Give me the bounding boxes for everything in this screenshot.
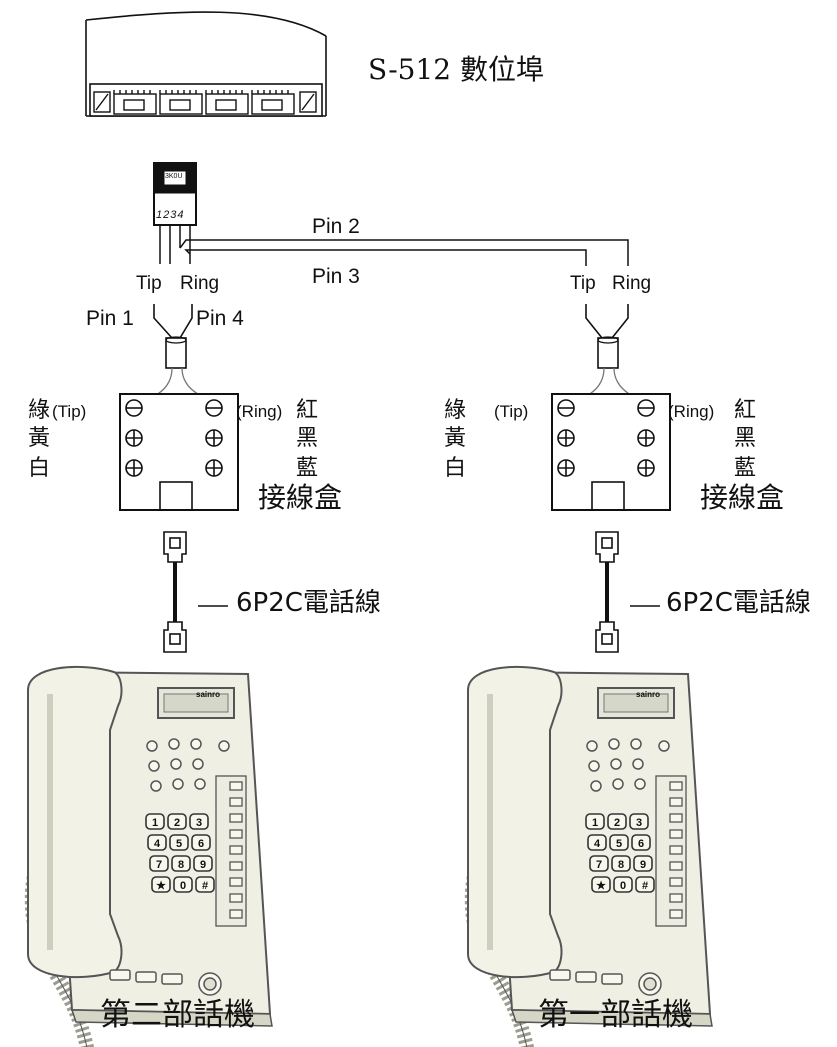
keypad-key-label: 6 bbox=[198, 838, 204, 850]
s512-port-module bbox=[85, 11, 327, 117]
right-jack-assembly bbox=[551, 304, 671, 653]
keypad-key: 7 bbox=[149, 855, 169, 872]
keypad-key-label: # bbox=[202, 880, 208, 892]
keypad-key: 5 bbox=[169, 834, 189, 851]
keypad-key-label: 3 bbox=[636, 817, 642, 829]
left-box-name: 接線盒 bbox=[258, 481, 343, 514]
phone-first-label: 第一部話機 bbox=[538, 997, 693, 1033]
connector-pin-numbers: 1234 bbox=[156, 209, 185, 221]
keypad-key: 3 bbox=[629, 813, 649, 830]
right-box-color-blue: 藍 bbox=[734, 456, 757, 481]
left-box-color-black: 黑 bbox=[296, 426, 319, 451]
keypad-key: 8 bbox=[171, 855, 191, 872]
left-box-tip-tag: (Tip) bbox=[52, 402, 87, 421]
keypad-key: 0 bbox=[173, 876, 193, 893]
phone-second bbox=[28, 667, 272, 1047]
keypad-key: # bbox=[635, 876, 655, 893]
keypad-key-label: 5 bbox=[616, 838, 622, 850]
keypad-key-label: 8 bbox=[618, 859, 624, 871]
left-tip-label: Tip bbox=[136, 273, 162, 294]
keypad-key-label: ★ bbox=[156, 880, 166, 892]
left-box-color-red: 紅 bbox=[296, 398, 319, 423]
keypad-key: 1 bbox=[145, 813, 165, 830]
rj-connector bbox=[153, 162, 197, 226]
pin1-label: Pin 1 bbox=[86, 307, 134, 330]
keypad-key: 2 bbox=[167, 813, 187, 830]
right-box-color-red: 紅 bbox=[734, 398, 757, 423]
phone-first bbox=[468, 667, 712, 1047]
keypad-key-label: 2 bbox=[174, 817, 180, 829]
right-box-color-green: 綠 bbox=[444, 398, 467, 423]
right-box-ring-tag: (Ring) bbox=[668, 402, 715, 421]
right-ring-label: Ring bbox=[612, 273, 652, 294]
right-box-color-black: 黑 bbox=[734, 426, 757, 451]
right-box-color-white: 白 bbox=[444, 456, 467, 481]
pin2-label: Pin 2 bbox=[312, 215, 360, 238]
right-box-tip-tag: (Tip) bbox=[494, 402, 529, 421]
keypad-key: 8 bbox=[611, 855, 631, 872]
keypad-first-phone: 1 2 3 4 5 6 7 8 9 ★ 0 # bbox=[585, 813, 655, 893]
keypad-key: 4 bbox=[147, 834, 167, 851]
wiring-lines bbox=[159, 225, 629, 266]
left-jack-assembly bbox=[119, 304, 239, 653]
left-box-color-yellow: 黃 bbox=[28, 426, 51, 451]
keypad-key-label: 5 bbox=[176, 838, 182, 850]
keypad-key-label: 7 bbox=[156, 859, 162, 871]
pin3-label: Pin 3 bbox=[312, 265, 360, 288]
keypad-key-label: 8 bbox=[178, 859, 184, 871]
keypad-key-label: 9 bbox=[200, 859, 206, 871]
keypad-second-phone: 1 2 3 4 5 6 7 8 9 ★ 0 # bbox=[145, 813, 215, 893]
right-phone-brand: sainro bbox=[636, 690, 661, 699]
keypad-key: 9 bbox=[633, 855, 653, 872]
keypad-key-label: 6 bbox=[638, 838, 644, 850]
keypad-key-label: ★ bbox=[596, 880, 606, 892]
keypad-key: 4 bbox=[587, 834, 607, 851]
left-box-color-green: 綠 bbox=[28, 398, 51, 423]
keypad-key-label: 4 bbox=[594, 838, 601, 850]
keypad-key: ★ bbox=[151, 876, 171, 893]
keypad-key: # bbox=[195, 876, 215, 893]
keypad-key-label: 3 bbox=[196, 817, 202, 829]
keypad-key: 9 bbox=[193, 855, 213, 872]
keypad-key-label: # bbox=[642, 880, 648, 892]
left-cable-label: 6P2C電話線 bbox=[236, 588, 381, 618]
keypad-key-label: 2 bbox=[614, 817, 620, 829]
keypad-key: 7 bbox=[589, 855, 609, 872]
keypad-key: 6 bbox=[191, 834, 211, 851]
keypad-key-label: 0 bbox=[620, 880, 626, 892]
phone-second-label: 第二部話機 bbox=[100, 997, 255, 1033]
keypad-key: 0 bbox=[613, 876, 633, 893]
right-box-name: 接線盒 bbox=[700, 481, 785, 514]
left-box-ring-tag: (Ring) bbox=[236, 402, 283, 421]
keypad-key-label: 9 bbox=[640, 859, 646, 871]
left-ring-label: Ring bbox=[180, 273, 220, 294]
keypad-key: ★ bbox=[591, 876, 611, 893]
keypad-key-label: 4 bbox=[154, 838, 161, 850]
connector-chip-label: 3K0U bbox=[165, 173, 183, 180]
left-box-color-white: 白 bbox=[28, 456, 51, 481]
keypad-key: 3 bbox=[189, 813, 209, 830]
keypad-key-label: 1 bbox=[152, 817, 158, 829]
right-box-color-yellow: 黃 bbox=[444, 426, 467, 451]
right-cable-label: 6P2C電話線 bbox=[666, 588, 811, 618]
keypad-key: 1 bbox=[585, 813, 605, 830]
port-title: S-512 數位埠 bbox=[368, 53, 545, 86]
keypad-key-label: 7 bbox=[596, 859, 602, 871]
keypad-key: 6 bbox=[631, 834, 651, 851]
keypad-key-label: 1 bbox=[592, 817, 598, 829]
left-box-color-blue: 藍 bbox=[296, 456, 319, 481]
keypad-key-label: 0 bbox=[180, 880, 186, 892]
left-phone-brand: sainro bbox=[196, 690, 221, 699]
right-tip-label: Tip bbox=[570, 273, 596, 294]
keypad-key: 5 bbox=[609, 834, 629, 851]
pin4-label: Pin 4 bbox=[196, 307, 244, 330]
keypad-key: 2 bbox=[607, 813, 627, 830]
